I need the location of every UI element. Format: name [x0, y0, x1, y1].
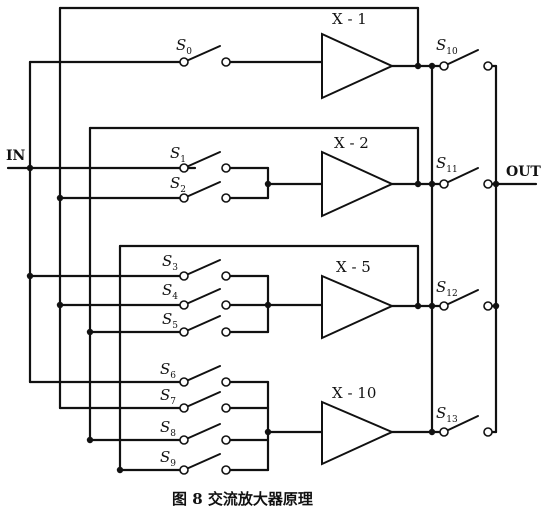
amplifier-label: X - 1 — [332, 10, 367, 28]
switch-sub: 8 — [170, 429, 176, 439]
switch-sub: 1 — [180, 155, 186, 165]
figure-caption: 图 8 交流放大器原理 — [172, 490, 313, 508]
switch-letter: S — [176, 36, 186, 54]
switch-letter: S — [160, 418, 170, 436]
switch-letter: S — [162, 252, 172, 270]
switch-s1: S1 — [170, 144, 231, 173]
switch-letter: S — [170, 174, 180, 192]
switch-letter: S — [436, 404, 446, 422]
switch-s2: S2 — [170, 174, 231, 203]
switch-letter: S — [436, 36, 446, 54]
switch-sub: 3 — [172, 263, 178, 273]
switch-s9: S9 — [160, 448, 231, 475]
switch-letter: S — [162, 310, 172, 328]
switch-s5: S5 — [162, 310, 231, 337]
svg-text:S12: S12 — [436, 278, 458, 299]
switch-s13: S13 — [436, 404, 493, 437]
amplifier-label: X - 2 — [334, 134, 369, 152]
switch-sub: 5 — [172, 321, 178, 331]
svg-text:S3: S3 — [162, 252, 178, 273]
switch-s3: S3 — [162, 252, 231, 281]
amplifier-x5: X - 5 — [321, 258, 395, 340]
switch-letter: S — [162, 281, 172, 299]
svg-text:S1: S1 — [170, 144, 186, 165]
switch-sub: 13 — [446, 415, 458, 425]
svg-text:S10: S10 — [436, 36, 458, 57]
svg-text:S8: S8 — [160, 418, 176, 439]
output-label: OUT — [506, 164, 541, 180]
switch-s6: S6 — [160, 360, 231, 387]
switch-letter: S — [160, 386, 170, 404]
amplifier-x1: X - 1 — [321, 10, 395, 100]
amplifier-x10: X - 10 — [321, 384, 395, 466]
svg-text:S4: S4 — [162, 281, 178, 302]
switch-sub: 0 — [186, 47, 192, 57]
amplifier-x2: X - 2 — [321, 134, 395, 218]
switch-letter: S — [170, 144, 180, 162]
amplifier-label: X - 5 — [336, 258, 371, 276]
switch-sub: 11 — [446, 165, 457, 175]
switch-s11: S11 — [436, 154, 493, 189]
switch-letter: S — [436, 154, 446, 172]
svg-text:S2: S2 — [170, 174, 186, 195]
switch-letter: S — [160, 360, 170, 378]
switch-sub: 2 — [180, 185, 186, 195]
switch-letter: S — [436, 278, 446, 296]
switch-sub: 4 — [172, 292, 178, 302]
svg-text:S9: S9 — [160, 448, 176, 469]
svg-text:S13: S13 — [436, 404, 458, 425]
junction-dots — [26, 62, 500, 474]
switch-s0: S0 — [176, 36, 231, 67]
svg-text:S6: S6 — [160, 360, 176, 381]
switch-sub: 12 — [446, 289, 457, 299]
output-wiring — [430, 64, 538, 434]
switch-s12: S12 — [436, 278, 493, 311]
amplifier-label: X - 10 — [332, 384, 376, 402]
svg-text:S5: S5 — [162, 310, 178, 331]
switch-sub: 10 — [446, 47, 458, 57]
switch-s8: S8 — [160, 418, 231, 445]
svg-text:S7: S7 — [160, 386, 176, 407]
switch-sub: 6 — [170, 371, 176, 381]
feedback-wiring — [58, 6, 420, 472]
switch-letter: S — [160, 448, 170, 466]
switch-s10: S10 — [436, 36, 493, 71]
svg-text:S0: S0 — [176, 36, 192, 57]
switch-s4: S4 — [162, 281, 231, 310]
svg-text:S11: S11 — [436, 154, 458, 175]
switch-sub: 7 — [170, 397, 176, 407]
switch-s7: S7 — [160, 386, 231, 413]
input-label: IN — [6, 148, 26, 164]
switch-sub: 9 — [170, 459, 176, 469]
